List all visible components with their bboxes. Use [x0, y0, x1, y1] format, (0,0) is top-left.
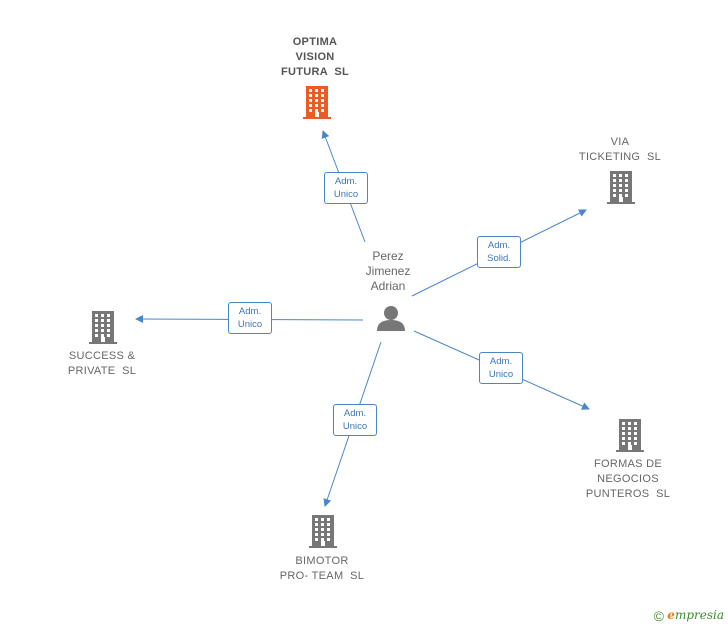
company-formas-label[interactable]: FORMAS DE NEGOCIOS PUNTEROS SL [585, 458, 671, 500]
role-badge-line2: Solid. [487, 253, 511, 264]
building-icon[interactable] [607, 171, 635, 204]
role-badge-line1: Adm. [487, 240, 511, 251]
company-via-label[interactable]: VIA TICKETING SL [578, 136, 662, 163]
copyright-symbol: © [653, 608, 664, 624]
person-name[interactable]: Perez Jimenez Adrian [365, 249, 411, 293]
building-icon[interactable] [616, 419, 644, 452]
role-badge-optima: Adm. Unico [324, 172, 368, 204]
role-badge-line2: Unico [488, 369, 514, 380]
role-badge-line2: Unico [333, 189, 359, 200]
building-icon[interactable] [303, 86, 331, 119]
role-badge-line1: Adm. [489, 356, 513, 367]
role-badge-line1: Adm. [334, 176, 358, 187]
role-badge-bimotor: Adm. Unico [333, 404, 377, 436]
company-bimotor-label[interactable]: BIMOTOR PRO- TEAM SL [279, 555, 365, 582]
building-icon[interactable] [89, 311, 117, 344]
brand-name: mpresia [674, 608, 724, 623]
building-icon[interactable] [309, 515, 337, 548]
role-badge-via: Adm. Solid. [477, 236, 521, 268]
role-badge-formas: Adm. Unico [479, 352, 523, 384]
role-badge-success: Adm. Unico [228, 302, 272, 334]
brand-initial: e [667, 608, 675, 623]
role-badge-line2: Unico [237, 319, 263, 330]
company-optima-label[interactable]: OPTIMA VISION FUTURA SL [281, 36, 349, 78]
company-success-label[interactable]: SUCCESS & PRIVATE SL [67, 350, 137, 377]
role-badge-line1: Adm. [238, 306, 262, 317]
role-badge-line2: Unico [342, 421, 368, 432]
empresia-logo: © empresia [654, 608, 724, 624]
person-icon [377, 306, 405, 331]
role-badge-line1: Adm. [343, 408, 367, 419]
